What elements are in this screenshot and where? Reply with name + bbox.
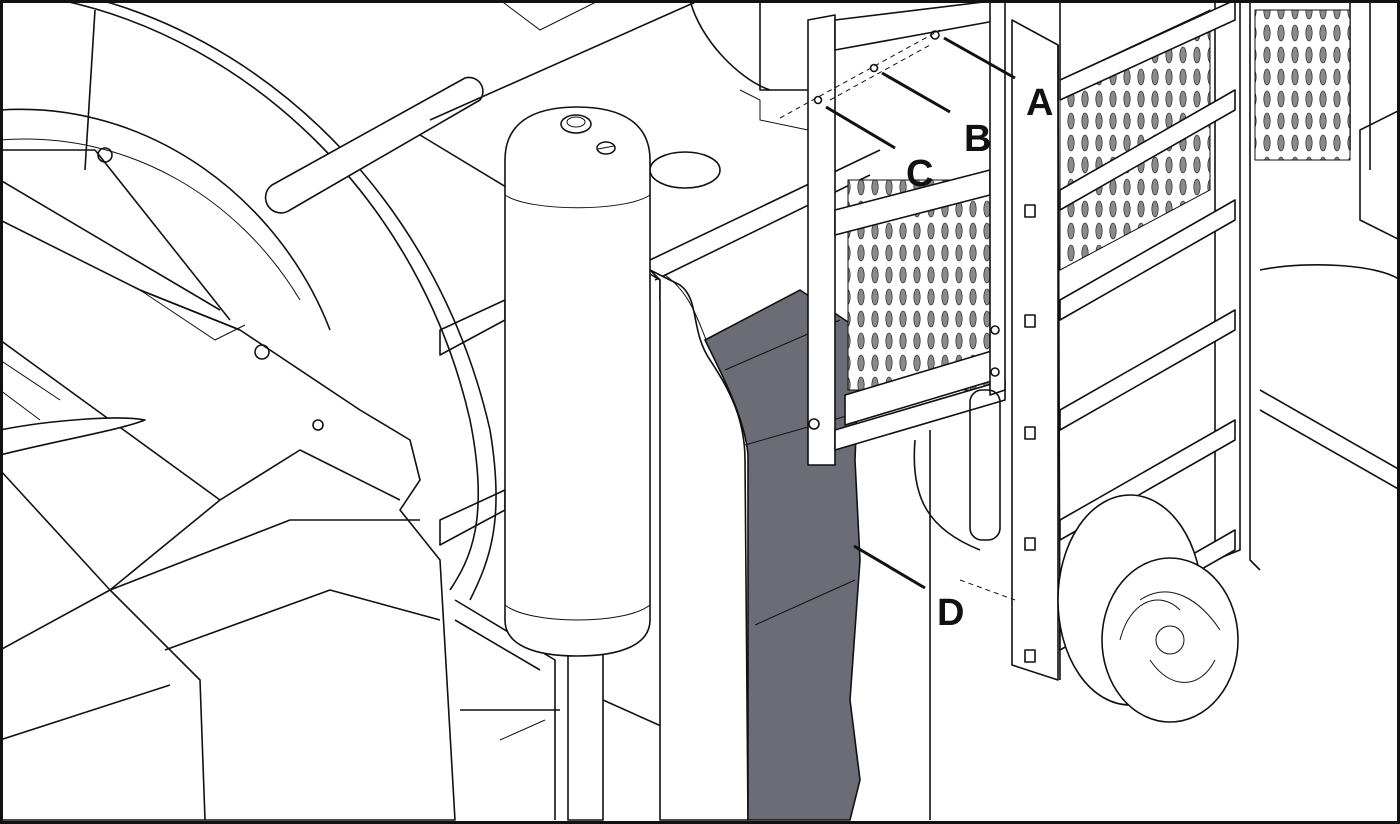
callout-a: A: [1026, 82, 1054, 124]
air-tank: [504, 106, 651, 657]
upper-fan: [689, 0, 809, 131]
ladder: [1011, 0, 1241, 681]
callout-c: C: [906, 153, 934, 195]
hood-cover: [0, 219, 456, 821]
hose-reel: [1057, 494, 1239, 723]
callout-d: D: [937, 592, 965, 634]
callout-leaders: [825, 36, 1016, 590]
handle-bar: [264, 76, 484, 214]
rear-frame: [913, 0, 1400, 820]
step-gate: [807, 0, 1006, 541]
callout-b: B: [964, 118, 992, 160]
drum-wheel: [0, 0, 497, 601]
fastener-guides: [779, 29, 1016, 601]
